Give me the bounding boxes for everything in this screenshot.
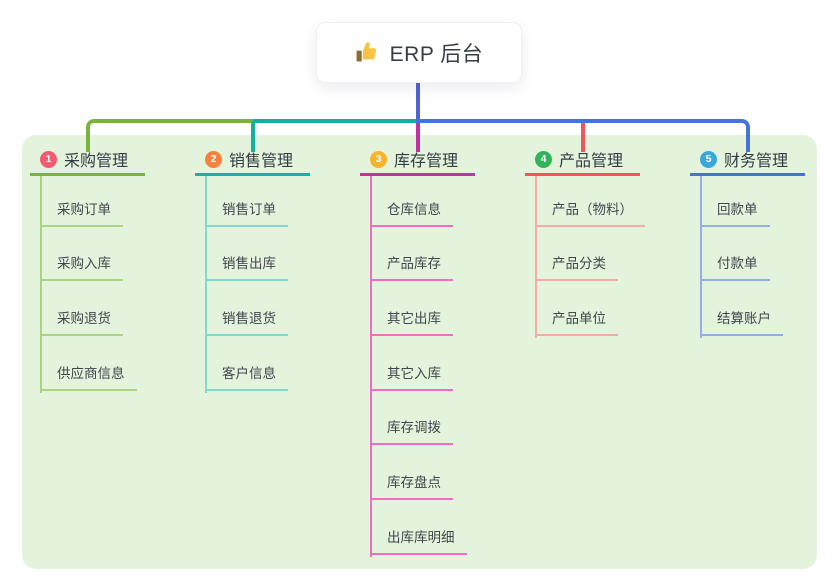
child-node-row: 销售退货 (195, 285, 359, 340)
branch-child-connector (40, 176, 42, 393)
child-node[interactable]: 产品库存 (370, 252, 453, 282)
child-node-row: 采购退货 (30, 285, 194, 340)
child-node[interactable]: 产品单位 (535, 307, 618, 337)
branch-column-5: 5 财务管理 回款单付款单结算账户 (690, 145, 839, 340)
branch-column-4: 4 产品管理 产品（物料） 产品分类产品单位 (525, 145, 689, 340)
child-node[interactable]: 其它出库 (370, 307, 453, 337)
child-node-row: 库存盘点 (360, 449, 524, 504)
child-node-row: 其它出库 (360, 285, 524, 340)
branch-node-2[interactable]: 2 销售管理 (195, 145, 310, 176)
branch-child-connector (205, 176, 207, 393)
root-stem-line (416, 83, 420, 123)
branch-children: 回款单付款单结算账户 (690, 176, 839, 340)
child-node-row: 产品（物料） (525, 176, 689, 231)
branch-children: 采购订单采购入库采购退货供应商信息 (30, 176, 194, 395)
child-node[interactable]: 销售出库 (205, 252, 288, 282)
child-node-row: 付款单 (690, 231, 839, 286)
branch-column-3: 3 库存管理 仓库信息产品库存其它出库其它入库库存调拨库存盘点出库库明细 (360, 145, 524, 559)
child-node-row: 出库库明细 (360, 504, 524, 559)
branch-number-badge: 2 (205, 150, 222, 168)
child-node[interactable]: 采购退货 (40, 307, 123, 337)
child-node-row: 结算账户 (690, 285, 839, 340)
child-node-row: 客户信息 (195, 340, 359, 395)
child-node-row: 供应商信息 (30, 340, 194, 395)
branch-node-1[interactable]: 1 采购管理 (30, 145, 145, 176)
branch-node-label: 采购管理 (64, 153, 129, 170)
child-node[interactable]: 销售订单 (205, 198, 288, 227)
child-node-row: 销售出库 (195, 231, 359, 286)
branch-number-badge: 3 (370, 150, 387, 168)
child-node[interactable]: 客户信息 (205, 362, 288, 391)
branch-column-1: 1 采购管理 采购订单采购入库采购退货供应商信息 (30, 145, 194, 395)
child-node[interactable]: 结算账户 (700, 307, 783, 337)
child-node[interactable]: 销售退货 (205, 307, 288, 337)
branch-number-badge: 4 (535, 150, 552, 168)
child-node-row: 仓库信息 (360, 176, 524, 231)
branch-number-badge: 1 (40, 150, 57, 168)
child-node-row: 回款单 (690, 176, 839, 231)
branch-children: 产品（物料） 产品分类产品单位 (525, 176, 689, 340)
child-node[interactable]: 其它入库 (370, 362, 453, 391)
child-node[interactable]: 付款单 (700, 252, 770, 282)
child-node-row: 采购入库 (30, 231, 194, 286)
child-node[interactable]: 库存盘点 (370, 471, 453, 501)
child-node[interactable]: 回款单 (700, 198, 770, 227)
child-node-row: 其它入库 (360, 340, 524, 395)
branch-children: 仓库信息产品库存其它出库其它入库库存调拨库存盘点出库库明细 (360, 176, 524, 559)
root-node[interactable]: ERP 后台 (316, 22, 522, 83)
child-node[interactable]: 产品（物料） (535, 198, 645, 227)
child-node-row: 产品库存 (360, 231, 524, 286)
branch-node-4[interactable]: 4 产品管理 (525, 145, 640, 176)
branch-child-connector (370, 176, 372, 557)
branch-node-label: 财务管理 (724, 153, 789, 170)
child-node[interactable]: 产品分类 (535, 252, 618, 282)
child-node-row: 采购订单 (30, 176, 194, 231)
branch-node-label: 产品管理 (559, 153, 624, 170)
branches-panel (22, 135, 817, 569)
child-node[interactable]: 供应商信息 (40, 362, 137, 391)
child-node-row: 库存调拨 (360, 395, 524, 450)
branch-node-label: 销售管理 (229, 153, 294, 170)
child-node[interactable]: 采购订单 (40, 198, 123, 227)
branch-child-connector (700, 176, 702, 339)
branch-node-3[interactable]: 3 库存管理 (360, 145, 475, 176)
branch-column-2: 2 销售管理 销售订单销售出库销售退货客户信息 (195, 145, 359, 395)
child-node[interactable]: 出库库明细 (370, 526, 467, 555)
branch-children: 销售订单销售出库销售退货客户信息 (195, 176, 359, 395)
child-node[interactable]: 仓库信息 (370, 198, 453, 227)
child-node[interactable]: 采购入库 (40, 252, 123, 282)
branch-node-label: 库存管理 (394, 153, 459, 170)
thumbs-up-icon (355, 40, 380, 65)
branch-number-badge: 5 (700, 150, 717, 168)
child-node-row: 销售订单 (195, 176, 359, 231)
root-node-label: ERP 后台 (389, 42, 484, 66)
branch-node-5[interactable]: 5 财务管理 (690, 145, 805, 176)
branch-child-connector (535, 176, 537, 339)
child-node[interactable]: 库存调拨 (370, 416, 453, 446)
child-node-row: 产品单位 (525, 285, 689, 340)
child-node-row: 产品分类 (525, 231, 689, 286)
